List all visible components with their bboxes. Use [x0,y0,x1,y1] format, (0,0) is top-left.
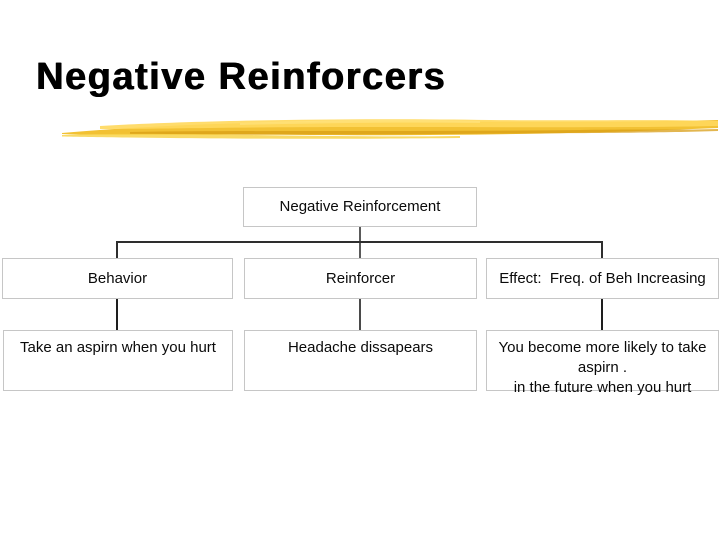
diagram-box-effect: Effect: Freq. of Beh Increasing [486,258,719,299]
diagram-box-reinforcer: Reinforcer [244,258,477,299]
brush-stroke-underline [62,119,718,139]
slide-title: Negative Reinforcers [36,56,447,98]
connector-drop-left [116,241,118,258]
diagram-box-behavior-example: Take an aspirn when you hurt [3,330,233,391]
diagram-box-effect-example: You become more likely to take aspirn . … [486,330,719,396]
connector-horizontal-bar [116,241,603,243]
connector-drop-right [601,241,603,258]
diagram-box-behavior: Behavior [2,258,233,299]
connector-effect-to-example [601,299,603,330]
connector-behavior-to-example [116,299,118,330]
diagram-box-reinforcer-example: Headache dissapears [244,330,477,391]
diagram-box-negative-reinforcement: Negative Reinforcement [243,187,477,227]
connector-reinforcer-to-example [359,299,361,330]
